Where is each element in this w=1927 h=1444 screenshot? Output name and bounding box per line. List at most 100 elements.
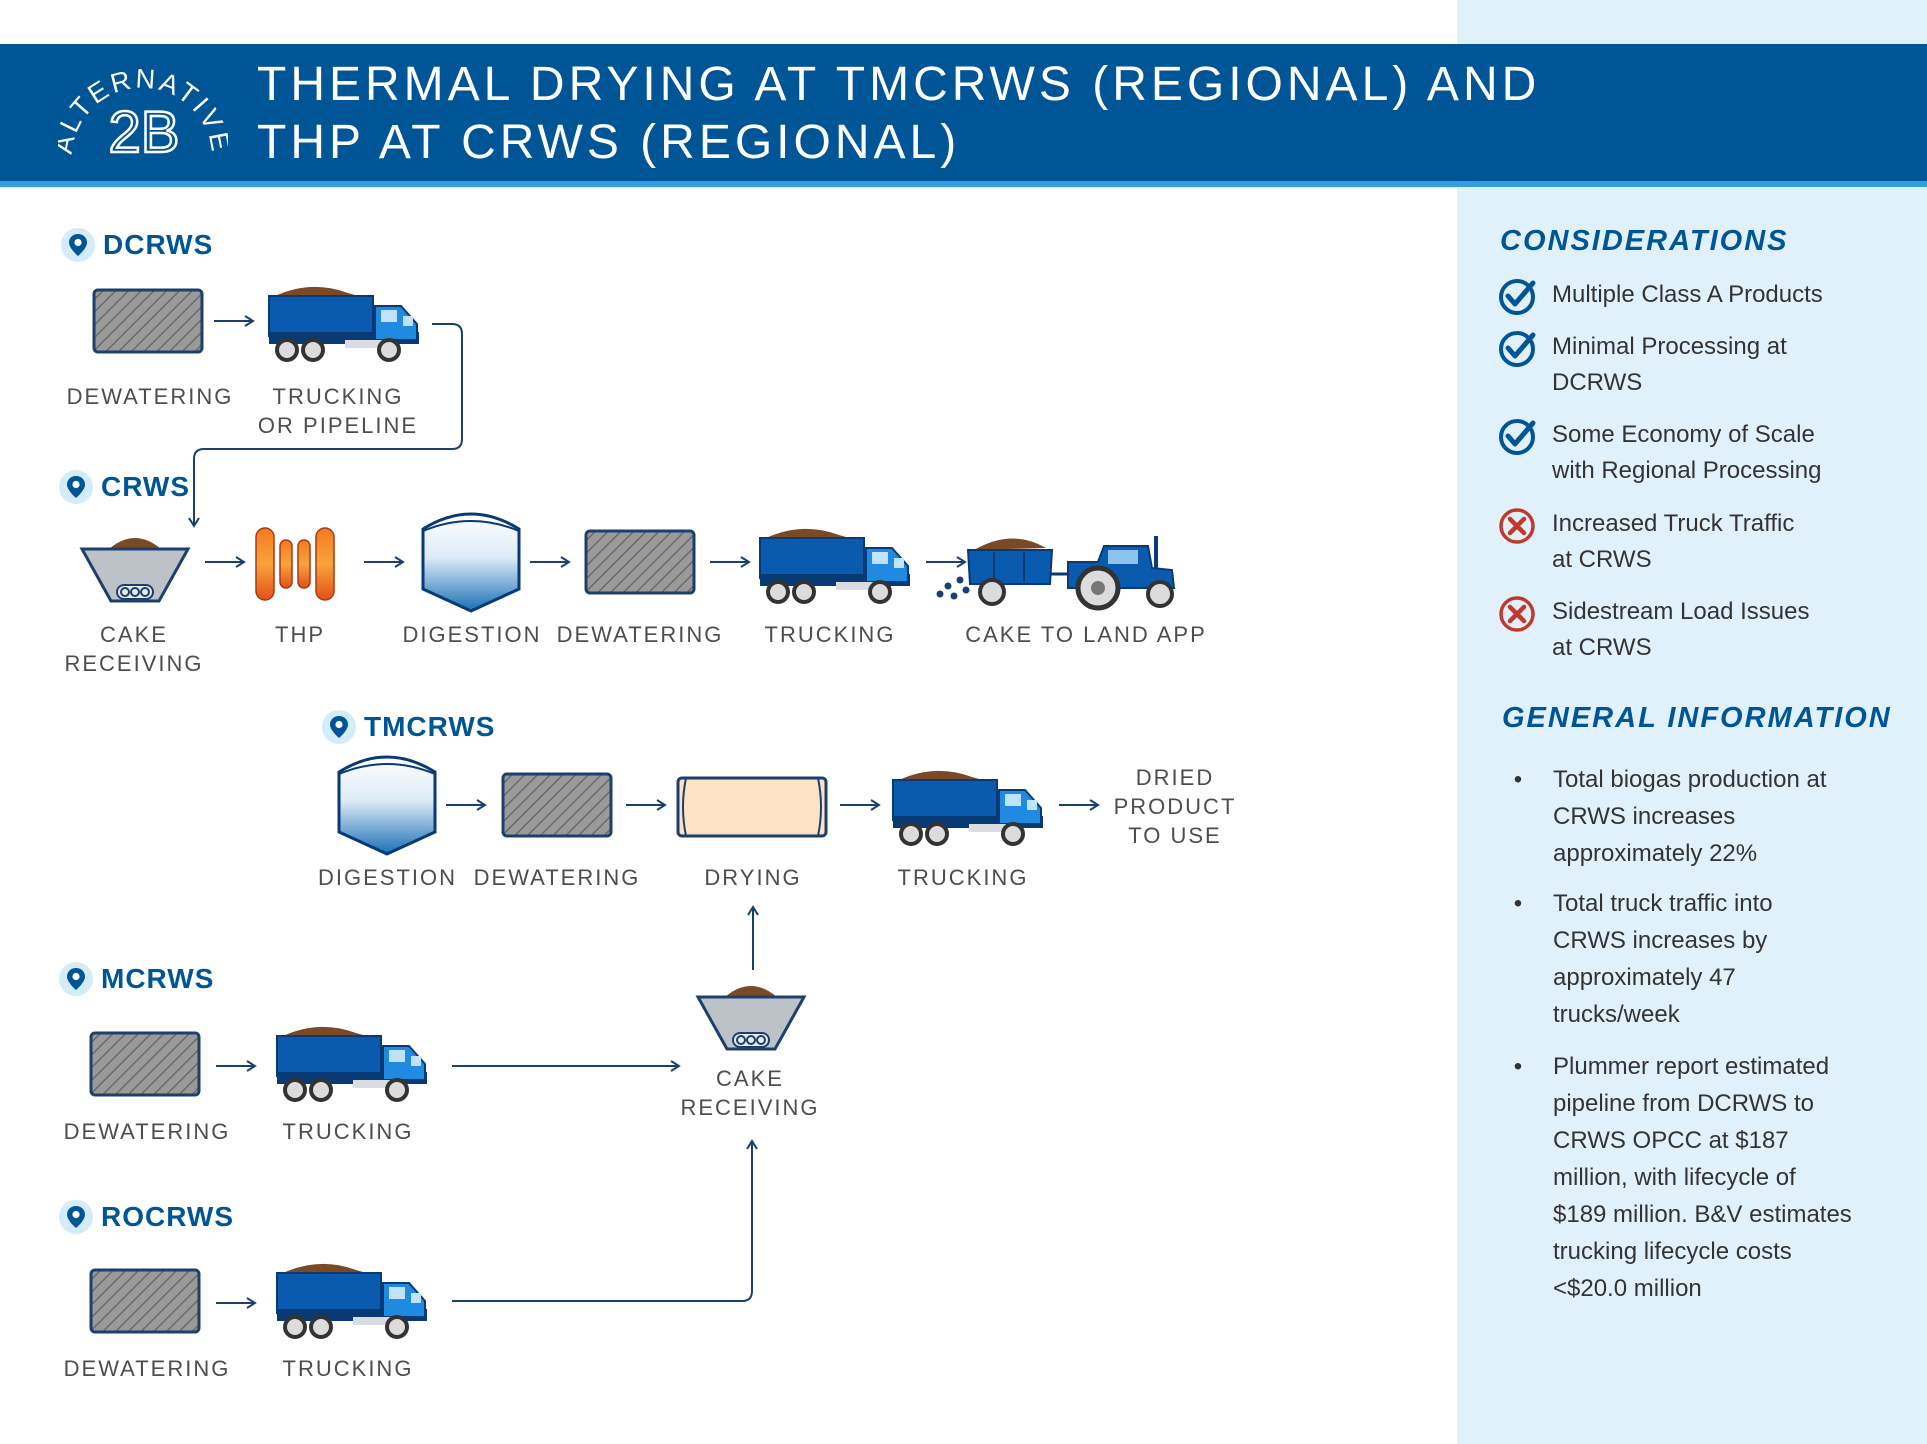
location-dcrws-label: DCRWS	[103, 229, 214, 260]
cake-hopper-icon	[695, 979, 807, 1055]
location-mcrws-label: MCRWS	[101, 963, 215, 994]
bullet-marker: •	[1513, 890, 1523, 917]
general-info-item: • Plummer report estimated pipeline from…	[1513, 1048, 1888, 1307]
connector-rocrws-to-cake	[452, 1139, 758, 1302]
crws-thp-label: THP	[275, 622, 325, 647]
badge-code: 2B	[109, 100, 180, 165]
tm-drying-label: DRYING	[704, 865, 802, 890]
consideration-line-1: Some Economy of Scale	[1552, 421, 1815, 448]
general-info-item: • Total truck traffic into CRWS increase…	[1513, 885, 1888, 1033]
dcrws-dewatering-label: DEWATERING	[66, 384, 234, 409]
info-line: Total truck traffic into	[1553, 890, 1773, 917]
dried-line-2: PRODUCT	[1113, 794, 1237, 819]
tm-trucking-label: TRUCKING	[897, 865, 1029, 890]
consideration-line-1: Minimal Processing at	[1552, 333, 1787, 360]
dump-truck-icon	[265, 282, 421, 368]
bullet-marker: •	[1513, 766, 1523, 793]
flow-connectors	[188, 315, 1100, 1309]
dump-truck-icon	[273, 1022, 429, 1108]
x-icon	[1497, 594, 1537, 634]
rocrws-trucking-label: TRUCKING	[282, 1356, 414, 1381]
consideration-text: Minimal Processing at DCRWS	[1552, 329, 1862, 401]
consideration-item: Some Economy of Scale with Regional Proc…	[1497, 417, 1862, 489]
thp-reactor-icon	[254, 524, 348, 604]
consideration-item: Minimal Processing at DCRWS	[1497, 329, 1862, 401]
dewatering-press-icon	[501, 772, 613, 838]
location-tmcrws-label: TMCRWS	[364, 711, 496, 742]
page-title: THERMAL DRYING AT TMCRWS (REGIONAL) AND …	[257, 56, 1540, 172]
alternative-2b-badge: ALTERNATIVE 2B	[58, 63, 228, 166]
general-info-text: Total truck traffic into CRWS increases …	[1553, 885, 1888, 1033]
info-line: Total biogas production at	[1553, 766, 1827, 793]
consideration-item: Multiple Class A Products	[1497, 277, 1862, 317]
info-line: pipeline from DCRWS to	[1553, 1090, 1814, 1117]
tractor-land-app-icon	[934, 528, 1180, 614]
crws-trucking-label: TRUCKING	[764, 622, 896, 647]
bullet-marker: •	[1513, 1053, 1523, 1080]
title-banner	[0, 44, 1927, 181]
consideration-line-2: with Regional Processing	[1552, 457, 1822, 484]
consideration-text: Increased Truck Traffic at CRWS	[1552, 506, 1862, 578]
dewatering-press-icon	[89, 1031, 201, 1097]
location-crws-label: CRWS	[101, 471, 191, 502]
dcrws-trucking-line-2: OR PIPELINE	[257, 413, 419, 438]
location-crws: CRWS	[59, 470, 190, 504]
general-info-text: Total biogas production at CRWS increase…	[1553, 761, 1888, 872]
title-line-1: THERMAL DRYING AT TMCRWS (REGIONAL) AND	[257, 58, 1541, 111]
location-pin-icon	[61, 228, 95, 262]
check-icon	[1497, 277, 1537, 317]
dump-truck-icon	[756, 524, 912, 610]
tm-cake-line-2: RECEIVING	[680, 1095, 820, 1120]
dewatering-press-icon	[584, 529, 696, 595]
info-line: million, with lifecycle of	[1553, 1164, 1796, 1191]
right-side-panel	[1457, 0, 1927, 1444]
location-dcrws: DCRWS	[61, 228, 213, 262]
crws-cake-line-2: RECEIVING	[64, 651, 204, 676]
general-info-text: Plummer report estimated pipeline from D…	[1553, 1048, 1888, 1307]
location-mcrws: MCRWS	[59, 962, 214, 996]
info-line: approximately 47	[1553, 964, 1736, 991]
info-line: trucks/week	[1553, 1001, 1680, 1028]
consideration-line-2: at CRWS	[1552, 634, 1652, 661]
location-pin-icon	[59, 1200, 93, 1234]
dump-truck-icon	[273, 1259, 429, 1345]
tm-dried-product-label: DRIED PRODUCT TO USE	[1100, 763, 1250, 850]
banner-stripe	[0, 181, 1927, 187]
considerations-heading: CONSIDERATIONS	[1500, 225, 1789, 257]
crws-cake-line-1: CAKE	[100, 622, 168, 647]
info-line: CRWS increases	[1553, 803, 1736, 830]
info-line: approximately 22%	[1553, 840, 1758, 867]
location-pin-icon	[59, 962, 93, 996]
digester-icon	[336, 750, 438, 856]
dryer-drum-icon	[676, 776, 828, 838]
crws-digestion-label: DIGESTION	[402, 622, 542, 647]
location-pin-icon	[322, 710, 356, 744]
consideration-item: Increased Truck Traffic at CRWS	[1497, 506, 1862, 578]
consideration-line-2: at CRWS	[1552, 546, 1652, 573]
info-line: $189 million. B&V estimates	[1553, 1201, 1852, 1228]
consideration-line-1: Increased Truck Traffic	[1552, 510, 1795, 537]
x-icon	[1497, 506, 1537, 546]
dewatering-press-icon	[92, 288, 204, 354]
mcrws-dewatering-label: DEWATERING	[63, 1119, 231, 1144]
consideration-item: Sidestream Load Issues at CRWS	[1497, 594, 1862, 666]
check-icon	[1497, 329, 1537, 369]
check-icon	[1497, 417, 1537, 457]
mcrws-trucking-label: TRUCKING	[282, 1119, 414, 1144]
consideration-text: Some Economy of Scale with Regional Proc…	[1552, 417, 1862, 489]
dewatering-press-icon	[89, 1268, 201, 1334]
crws-land-app-label: CAKE TO LAND APP	[965, 622, 1207, 647]
consideration-line-1: Sidestream Load Issues	[1552, 598, 1810, 625]
tm-digestion-label: DIGESTION	[317, 865, 457, 890]
crws-cake-label: CAKE RECEIVING	[34, 620, 234, 678]
info-line: Plummer report estimated	[1553, 1053, 1830, 1080]
consideration-text: Sidestream Load Issues at CRWS	[1552, 594, 1862, 666]
dried-line-3: TO USE	[1128, 823, 1222, 848]
general-information-heading: GENERAL INFORMATION	[1502, 702, 1892, 734]
digester-icon	[420, 507, 522, 613]
consideration-line-1: Multiple Class A Products	[1552, 281, 1823, 308]
general-info-item: • Total biogas production at CRWS increa…	[1513, 761, 1888, 872]
dump-truck-icon	[889, 766, 1045, 852]
rocrws-dewatering-label: DEWATERING	[63, 1356, 231, 1381]
info-line: <$20.0 million	[1553, 1275, 1702, 1302]
